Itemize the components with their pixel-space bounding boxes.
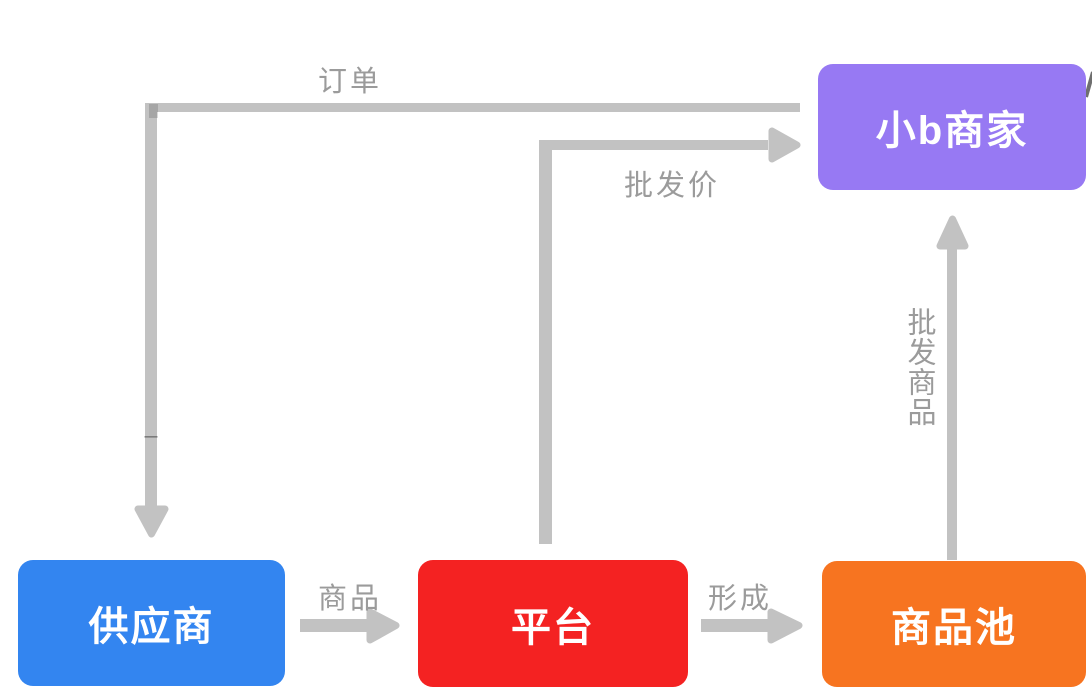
edge-label-wholesale-price: 批发价	[624, 170, 721, 202]
edge-label-form: 形成	[708, 583, 773, 615]
node-product-pool: 商品池	[822, 561, 1086, 687]
arrow-wholesale-price	[539, 127, 801, 544]
arrowhead-up-icon	[936, 215, 969, 250]
arrowhead-down-icon	[134, 505, 169, 538]
arrowhead-right-icon	[366, 608, 400, 644]
edge-label-goods: 商品	[318, 583, 383, 615]
node-small-b-merchant: 小b商家	[818, 64, 1086, 190]
node-supplier: 供应商	[18, 560, 285, 686]
arrowhead-right-icon	[768, 127, 801, 163]
node-label: 商品池	[891, 606, 1017, 650]
node-label: 小b商家	[875, 109, 1029, 153]
arrow-goods	[300, 608, 400, 644]
node-platform: 平台	[418, 560, 688, 687]
clipped-edge-mark	[1084, 71, 1092, 98]
arrow-form	[701, 608, 803, 644]
arrow-order	[134, 103, 800, 538]
node-label: 供应商	[88, 605, 215, 649]
edge-label-order: 订单	[318, 66, 383, 98]
arrowhead-right-icon	[767, 608, 803, 644]
arrow-wholesale-goods	[936, 215, 969, 560]
edge-label-wholesale-goods: 批发商品	[903, 307, 935, 427]
node-label: 平台	[511, 605, 595, 650]
